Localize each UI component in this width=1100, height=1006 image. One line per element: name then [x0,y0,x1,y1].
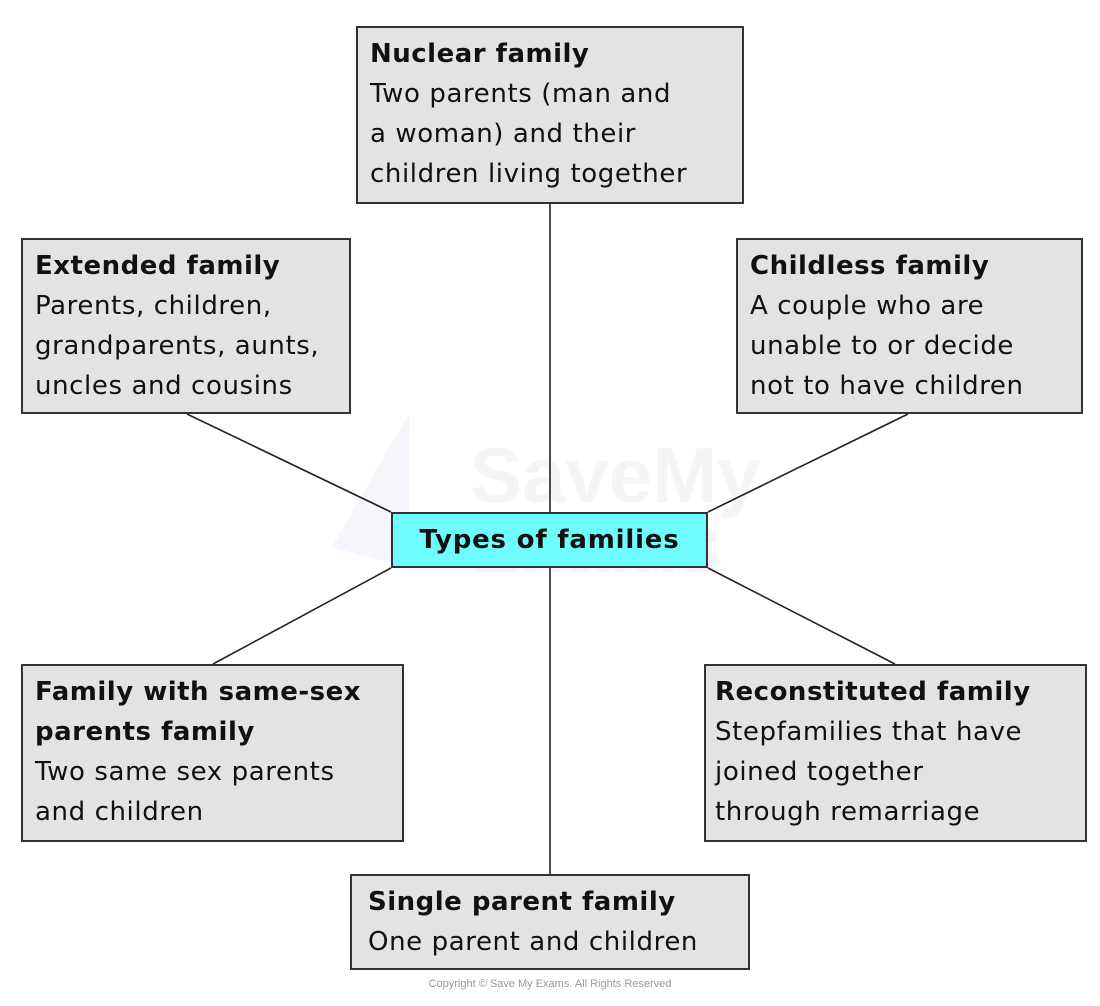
node-description: Stepfamilies that have joined together t… [715,717,1023,827]
connector-reconstituted [707,567,896,665]
node-title: Family with same-sex parents family [35,677,362,747]
node-childless-family: Childless family A couple who are unable… [736,238,1083,414]
node-single-parent-family: Single parent family One parent and chil… [350,874,750,970]
node-description: One parent and children [368,927,698,957]
node-description: A couple who are unable to or decide not… [750,291,1024,401]
node-title: Childless family [750,251,990,281]
node-title: Reconstituted family [715,677,1031,707]
node-extended-family: Extended family Parents, children, grand… [21,238,351,414]
node-same-sex-family: Family with same-sex parents family Two … [21,664,404,842]
node-description: Two same sex parents and children [35,757,335,827]
node-title: Single parent family [368,887,676,917]
node-title: Extended family [35,251,281,281]
node-description: Parents, children, grandparents, aunts, … [35,291,320,401]
node-description: Two parents (man and a woman) and their … [370,79,688,189]
center-node: Types of families [391,512,708,568]
connector-same-sex [212,567,392,665]
connector-childless [707,413,909,513]
node-reconstituted-family: Reconstituted family Stepfamilies that h… [704,664,1087,842]
node-nuclear-family: Nuclear family Two parents (man and a wo… [356,26,744,204]
node-title: Nuclear family [370,39,590,69]
connector-extended [186,413,392,513]
copyright-text: Copyright © Save My Exams. All Rights Re… [428,978,672,990]
